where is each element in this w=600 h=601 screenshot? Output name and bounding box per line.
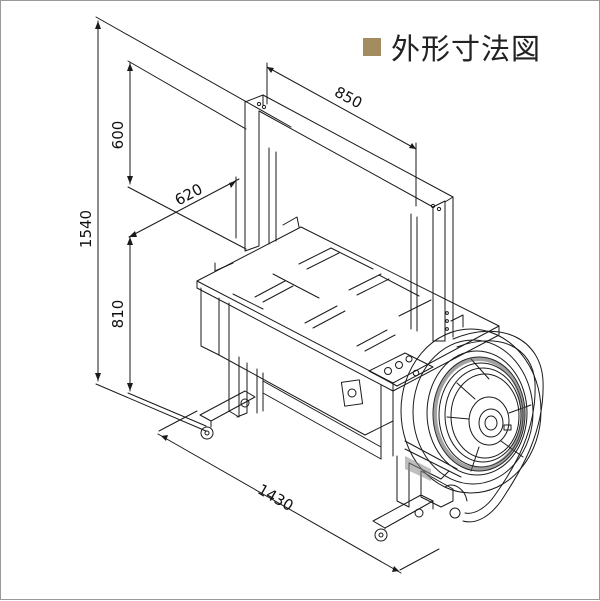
dimension-lines <box>95 16 440 574</box>
title-text: 外形寸法図 <box>391 32 542 66</box>
overall-height-label: 1540 <box>77 210 95 248</box>
arch-frame <box>244 94 454 342</box>
title-square-icon <box>363 38 381 56</box>
arrowheads <box>95 21 416 572</box>
table-top <box>196 216 500 392</box>
overall-length-label: 1430 <box>254 480 296 515</box>
legs <box>199 350 434 542</box>
diagram-title: 外形寸法図 <box>363 27 541 67</box>
table-height-label: 810 <box>109 300 127 329</box>
table-depth-label: 620 <box>172 180 206 209</box>
reel-shading <box>405 357 525 481</box>
arch-width-label: 850 <box>331 83 365 112</box>
machine-body <box>200 287 434 457</box>
frame-height-label: 600 <box>109 121 127 150</box>
